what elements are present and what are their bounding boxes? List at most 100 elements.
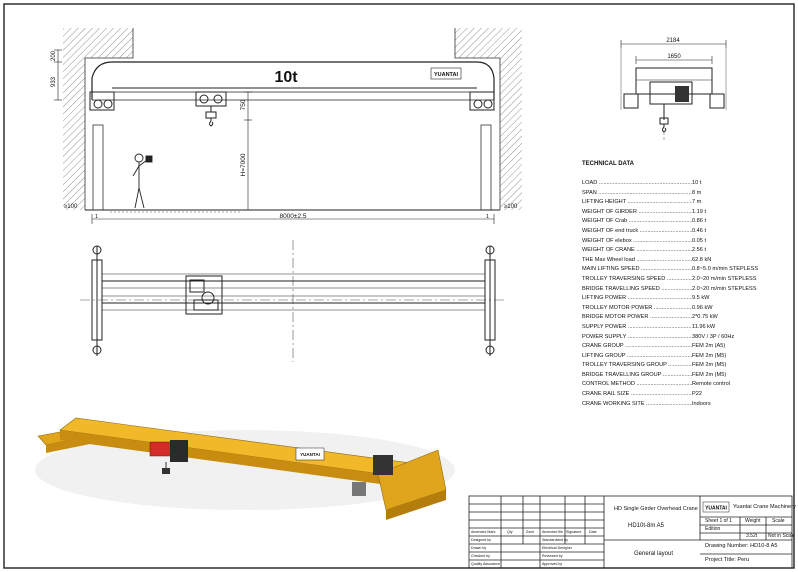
technical-data-row: BRIDGE MOTOR POWER .....................… — [582, 313, 772, 323]
technical-data-value: FEM 2m (M5) — [692, 362, 727, 369]
left-clearance-dim: ≥100 — [64, 204, 78, 210]
signoff-checked-by: Checked by — [471, 554, 490, 558]
technical-data-value: 380V / 3P / 60Hz — [692, 333, 735, 340]
render-logo-plate — [295, 447, 325, 461]
technical-data-label: WEIGHT OF CRANE ........................… — [582, 247, 692, 254]
technical-data-label: TROLLEY MOTOR POWER ....................… — [582, 304, 692, 311]
side-girder — [635, 67, 713, 95]
technical-data-row: WEIGHT OF GIRDER .......................… — [582, 208, 772, 218]
technical-data-row: SPAN ...................................… — [582, 189, 772, 199]
technical-data-value: 10 t — [692, 180, 702, 186]
technical-data-label: MAIN LIFTING SPEED .....................… — [582, 266, 692, 273]
technical-data-label: CONTROL METHOD .........................… — [582, 381, 692, 388]
technical-data-label: SPAN ...................................… — [582, 189, 692, 196]
edition-label: Edition — [705, 526, 721, 532]
technical-data-value: 0.96 kW — [692, 304, 713, 311]
technical-data-value: 0.86 t — [692, 218, 706, 225]
wheel-base-inner-dim: 1650 — [667, 54, 681, 60]
wheel-base-outer-dim: 2184 — [666, 38, 680, 44]
rev-header-qty: Qty — [507, 530, 513, 534]
technical-data-row: WEIGHT OF CRANE ........................… — [582, 246, 772, 256]
girder-plan — [101, 280, 486, 304]
technical-data-panel: TECHNICAL DATA LOAD ....................… — [582, 161, 772, 409]
main-girder — [91, 61, 495, 100]
technical-data-value: 1.19 t — [692, 208, 706, 215]
technical-data-row: LIFTING GROUP ..........................… — [582, 352, 772, 362]
technical-data-value: 0.05 t — [692, 237, 706, 244]
capacity-label: 10t — [274, 69, 298, 86]
technical-data-value: FEM 2m (M5) — [692, 352, 727, 359]
signoff-standardized-by: Standardized by — [542, 538, 568, 542]
technical-data-value: 8 m — [692, 189, 702, 196]
technical-data-value: P22 — [692, 391, 702, 398]
technical-data-row: CRANE GROUP ............................… — [582, 342, 772, 352]
technical-data-value: 62.8 kN — [692, 256, 712, 263]
technical-data-value: 2.0~20 m/min STEPLESS — [692, 285, 757, 292]
technical-data-value: 0.46 t — [692, 227, 706, 234]
technical-data-heading: TECHNICAL DATA — [582, 161, 634, 167]
scale-value: Not in Scale — [768, 533, 795, 539]
girder-logo-text: YUANTAI — [434, 72, 459, 78]
technical-data-label: SUPPLY POWER ...........................… — [582, 323, 692, 330]
technical-data-row: BRIDGE TRAVELLING SPEED ................… — [582, 285, 772, 295]
crane-3d-render: YUANTAI — [35, 417, 455, 520]
brand-logo-text: YUANTAI — [705, 506, 727, 512]
technical-data-row: SUPPLY POWER ...........................… — [582, 323, 772, 333]
right-clearance-dim: ≥100 — [504, 204, 518, 210]
technical-data-row: POWER SUPPLY ...........................… — [582, 333, 772, 343]
technical-data-label: LIFTING POWER ..........................… — [582, 295, 692, 302]
hook-offset-dim: 750 — [240, 99, 247, 110]
technical-data-row: LIFTING POWER ..........................… — [582, 294, 772, 304]
technical-data-row: THE Max Wheel load .....................… — [582, 256, 772, 266]
plan-view — [80, 240, 505, 362]
render-motor — [373, 455, 393, 475]
technical-data-label: POWER SUPPLY ...........................… — [582, 333, 692, 340]
drawing-name: General layout — [634, 551, 674, 557]
technical-data-label: THE Max Wheel load .....................… — [582, 256, 692, 263]
right-roof-hatch — [455, 28, 522, 58]
technical-data-label: LIFTING GROUP ..........................… — [582, 352, 692, 359]
technical-data-row: WEIGHT OF elebox .......................… — [582, 237, 772, 247]
end-margin-left: 1 — [95, 214, 98, 220]
technical-data-row: TROLLEY MOTOR POWER ....................… — [582, 304, 772, 314]
technical-data-value: 7 m — [692, 199, 702, 206]
technical-data-label: WEIGHT OF GIRDER .......................… — [582, 208, 692, 215]
technical-data-row: WEIGHT OF Crab .........................… — [582, 217, 772, 227]
girder-height-dim: 933 — [51, 76, 57, 87]
technical-data-value: 9.5 kW — [692, 295, 710, 302]
technical-data-row: CRANE RAIL SIZE ........................… — [582, 390, 772, 400]
hook-icon — [209, 118, 214, 127]
signoff-reviewed-by: Reviewed by — [542, 554, 563, 558]
title-block-grid — [468, 495, 793, 569]
side-view: 2184 1650 — [620, 38, 727, 140]
right-wall-hatch — [500, 58, 522, 210]
technical-data-row: LOAD ...................................… — [582, 179, 772, 189]
technical-data-label: TROLLEY TRAVERSING SPEED ...............… — [582, 275, 692, 282]
technical-data-row: TROLLEY TRAVERSING SPEED ...............… — [582, 275, 772, 285]
sheet-border — [3, 3, 795, 569]
left-end-carriage — [89, 91, 115, 111]
left-wall-hatch — [63, 58, 85, 210]
technical-data-row: WEIGHT OF end truck ....................… — [582, 227, 772, 237]
left-column — [92, 124, 104, 211]
render-logo-text: YUANTAI — [300, 452, 320, 457]
left-roof-hatch — [63, 28, 133, 58]
technical-data-value: 11.96 kW — [692, 323, 716, 330]
technical-data-label: BRIDGE TRAVELLING GROUP ................… — [582, 371, 692, 378]
technical-data-value: 2.56 t — [692, 247, 706, 254]
technical-data-label: BRIDGE MOTOR POWER .....................… — [582, 314, 692, 321]
right-end-carriage — [469, 91, 495, 111]
technical-data-label: WEIGHT OF elebox .......................… — [582, 237, 692, 244]
title-line-1: HD Single Girder Overhead Crane — [614, 506, 698, 512]
technical-data-row: LIFTING HEIGHT .........................… — [582, 198, 772, 208]
rev-header-amended-mark: Amended Mark — [471, 530, 496, 534]
technical-data-value: Indoors — [692, 400, 711, 407]
technical-data-label: TROLLEY TRAVERSING GROUP ...............… — [582, 362, 692, 369]
technical-data-row: CRANE WORKING SITE .....................… — [582, 400, 772, 410]
signoff-quality-assurance: Quality Assurance — [471, 562, 500, 566]
signoff-approved-by: Approved by — [542, 562, 563, 566]
technical-data-label: LIFTING HEIGHT .........................… — [582, 199, 692, 206]
weight-label: Weight — [745, 518, 761, 524]
technical-data-label: WEIGHT OF Crab .........................… — [582, 218, 692, 225]
